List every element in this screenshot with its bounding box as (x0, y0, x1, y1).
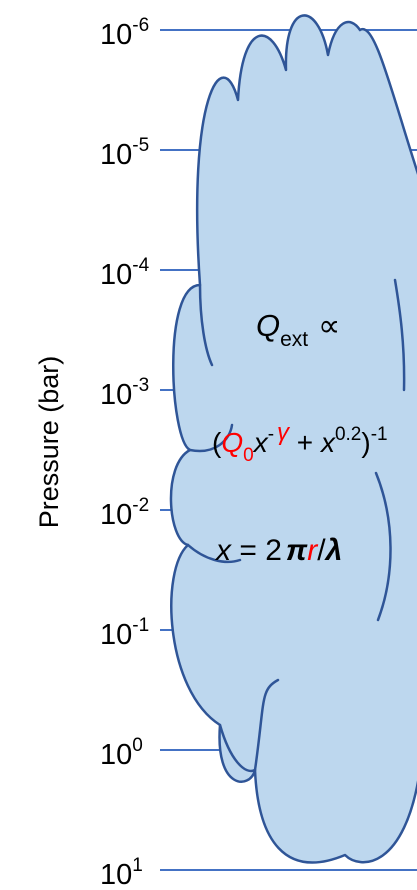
cloud-contour-bottom-left (218, 723, 257, 773)
eq3-pi: π (286, 534, 308, 567)
cloud-contour-lower-left (186, 543, 242, 564)
cloud-contour-bottom-mid (253, 678, 280, 772)
tick-label-1e-5: 10-5 (100, 135, 149, 171)
eq2-q0: Q (221, 427, 243, 458)
tick-labels: 10-6 10-5 10-4 10-3 10-2 10-1 100 101 (100, 15, 150, 890)
eq2-gamma: γ (277, 419, 291, 446)
tick-base: 10 (100, 739, 132, 771)
eq2-outer-exp: -1 (371, 424, 388, 445)
tick-exp: -6 (132, 15, 149, 36)
eq1-prop: ∝ (318, 308, 340, 343)
eq3-x: x (214, 534, 232, 567)
y-axis-label: Pressure (bar) (34, 356, 64, 529)
eq2-minus: - (268, 424, 274, 445)
eq3-lambda: λ (324, 534, 343, 567)
tick-base: 10 (100, 859, 132, 890)
equation-qext-formula: (Q0x-γ + x0.2)-1 (212, 419, 388, 466)
cloud-shape (169, 14, 417, 864)
eq3-slash: / (317, 534, 326, 567)
cloud-contours (186, 278, 406, 773)
tick-base: 10 (100, 379, 132, 411)
cloud-contour-left (198, 283, 214, 367)
tick-label-1e0: 100 (100, 735, 143, 771)
eq2-open: ( (212, 427, 222, 458)
eq2-x2: x (319, 427, 336, 458)
tick-label-1e-6: 10-6 (100, 15, 149, 51)
eq2-x: x (252, 427, 269, 458)
eq3-r: r (307, 534, 318, 567)
eq1-q: Q (256, 308, 280, 343)
tick-base: 10 (100, 499, 132, 531)
tick-label-1e1: 101 (100, 855, 143, 890)
tick-base: 10 (100, 259, 132, 291)
tick-exp: -4 (132, 255, 149, 276)
tick-base: 10 (100, 619, 132, 651)
eq3-equals: = 2 (231, 534, 282, 567)
equation-qext: Qext ∝ (256, 308, 340, 351)
tick-base: 10 (100, 19, 132, 51)
cloud-contour-center (374, 471, 392, 622)
tick-exp: 1 (132, 855, 143, 876)
tick-exp: -1 (132, 615, 149, 636)
tick-exp: 0 (132, 735, 143, 756)
tick-exp: -2 (132, 495, 149, 516)
cloud-contour-upper-right (393, 278, 406, 392)
eq2-q0-sub: 0 (243, 445, 254, 466)
tick-label-1e-2: 10-2 (100, 495, 149, 531)
tick-exp: -3 (132, 375, 149, 396)
cloud-contour-mid (188, 423, 234, 453)
tick-exp: -5 (132, 135, 149, 156)
tick-base: 10 (100, 139, 132, 171)
tick-label-1e-1: 10-1 (100, 615, 149, 651)
eq2-plus: + (289, 427, 321, 458)
tick-label-1e-4: 10-4 (100, 255, 150, 291)
eq2-close: ) (361, 427, 370, 458)
tick-label-1e-3: 10-3 (100, 375, 149, 411)
eq1-sub: ext (280, 328, 308, 351)
eq2-exp: 0.2 (335, 424, 361, 445)
